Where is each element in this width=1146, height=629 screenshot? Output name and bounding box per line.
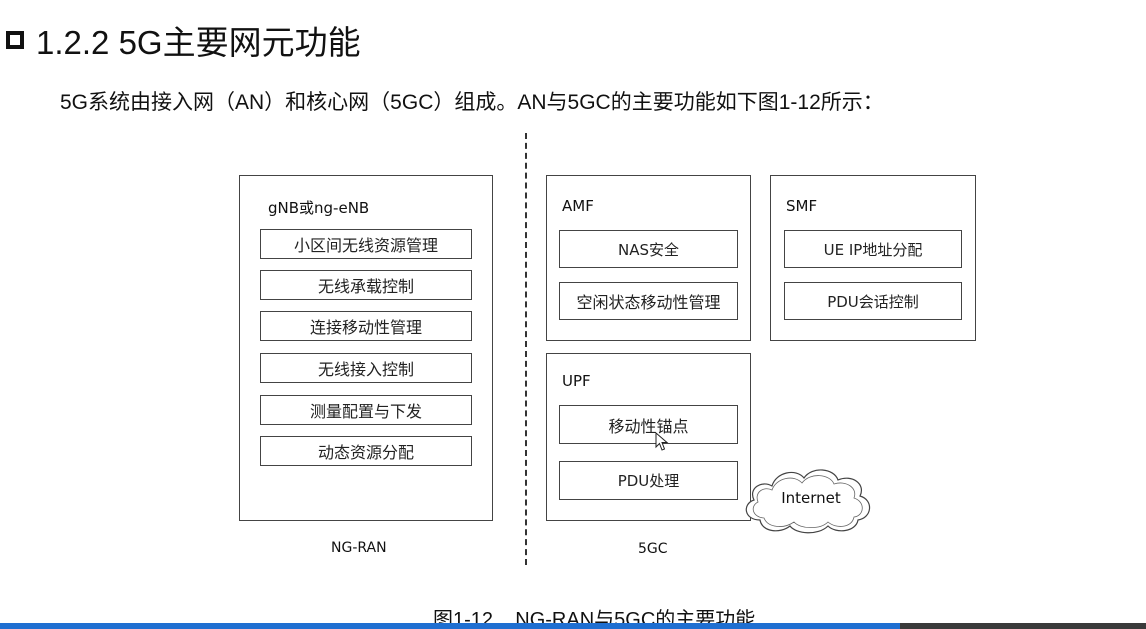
internet-label: Internet: [781, 489, 841, 507]
function-mobility-anchor: 移动性锚点: [559, 405, 738, 444]
intro-text: 5G系统由接入网（AN）和核心网（5GC）组成。AN与5GC的主要功能如下图1-…: [60, 91, 884, 114]
divider-line: [525, 133, 527, 565]
hollow-square-icon: [6, 31, 24, 49]
function-inter-cell-rrm: 小区间无线资源管理: [260, 229, 472, 259]
function-radio-bearer-control: 无线承载控制: [260, 270, 472, 300]
function-pdu-processing: PDU处理: [559, 461, 738, 500]
function-nas-security: NAS安全: [559, 230, 738, 268]
function-dynamic-resource-allocation: 动态资源分配: [260, 436, 472, 466]
slide-title-text: 1.2.2 5G主要网元功能: [36, 24, 361, 61]
ng-ran-panel: [239, 175, 493, 521]
gnb-title: gNB或ng-eNB: [268, 199, 370, 217]
function-measurement-config: 测量配置与下发: [260, 395, 472, 425]
video-progress-remaining[interactable]: [900, 623, 1146, 629]
smf-title: SMF: [786, 197, 818, 215]
core-label: 5GC: [638, 541, 668, 557]
amf-title: AMF: [562, 197, 594, 215]
ng-ran-label: NG-RAN: [331, 540, 387, 556]
function-radio-admission-control: 无线接入控制: [260, 353, 472, 383]
cloud-icon: [745, 469, 871, 534]
video-progress-bar[interactable]: [0, 623, 1146, 629]
slide-title: 1.2.2 5G主要网元功能: [6, 18, 361, 62]
function-connection-mobility: 连接移动性管理: [260, 311, 472, 341]
function-idle-mobility: 空闲状态移动性管理: [559, 282, 738, 320]
function-ue-ip-allocation: UE IP地址分配: [784, 230, 962, 268]
mouse-cursor-icon: [655, 432, 669, 451]
function-pdu-session-control: PDU会话控制: [784, 282, 962, 320]
upf-title: UPF: [562, 372, 591, 390]
